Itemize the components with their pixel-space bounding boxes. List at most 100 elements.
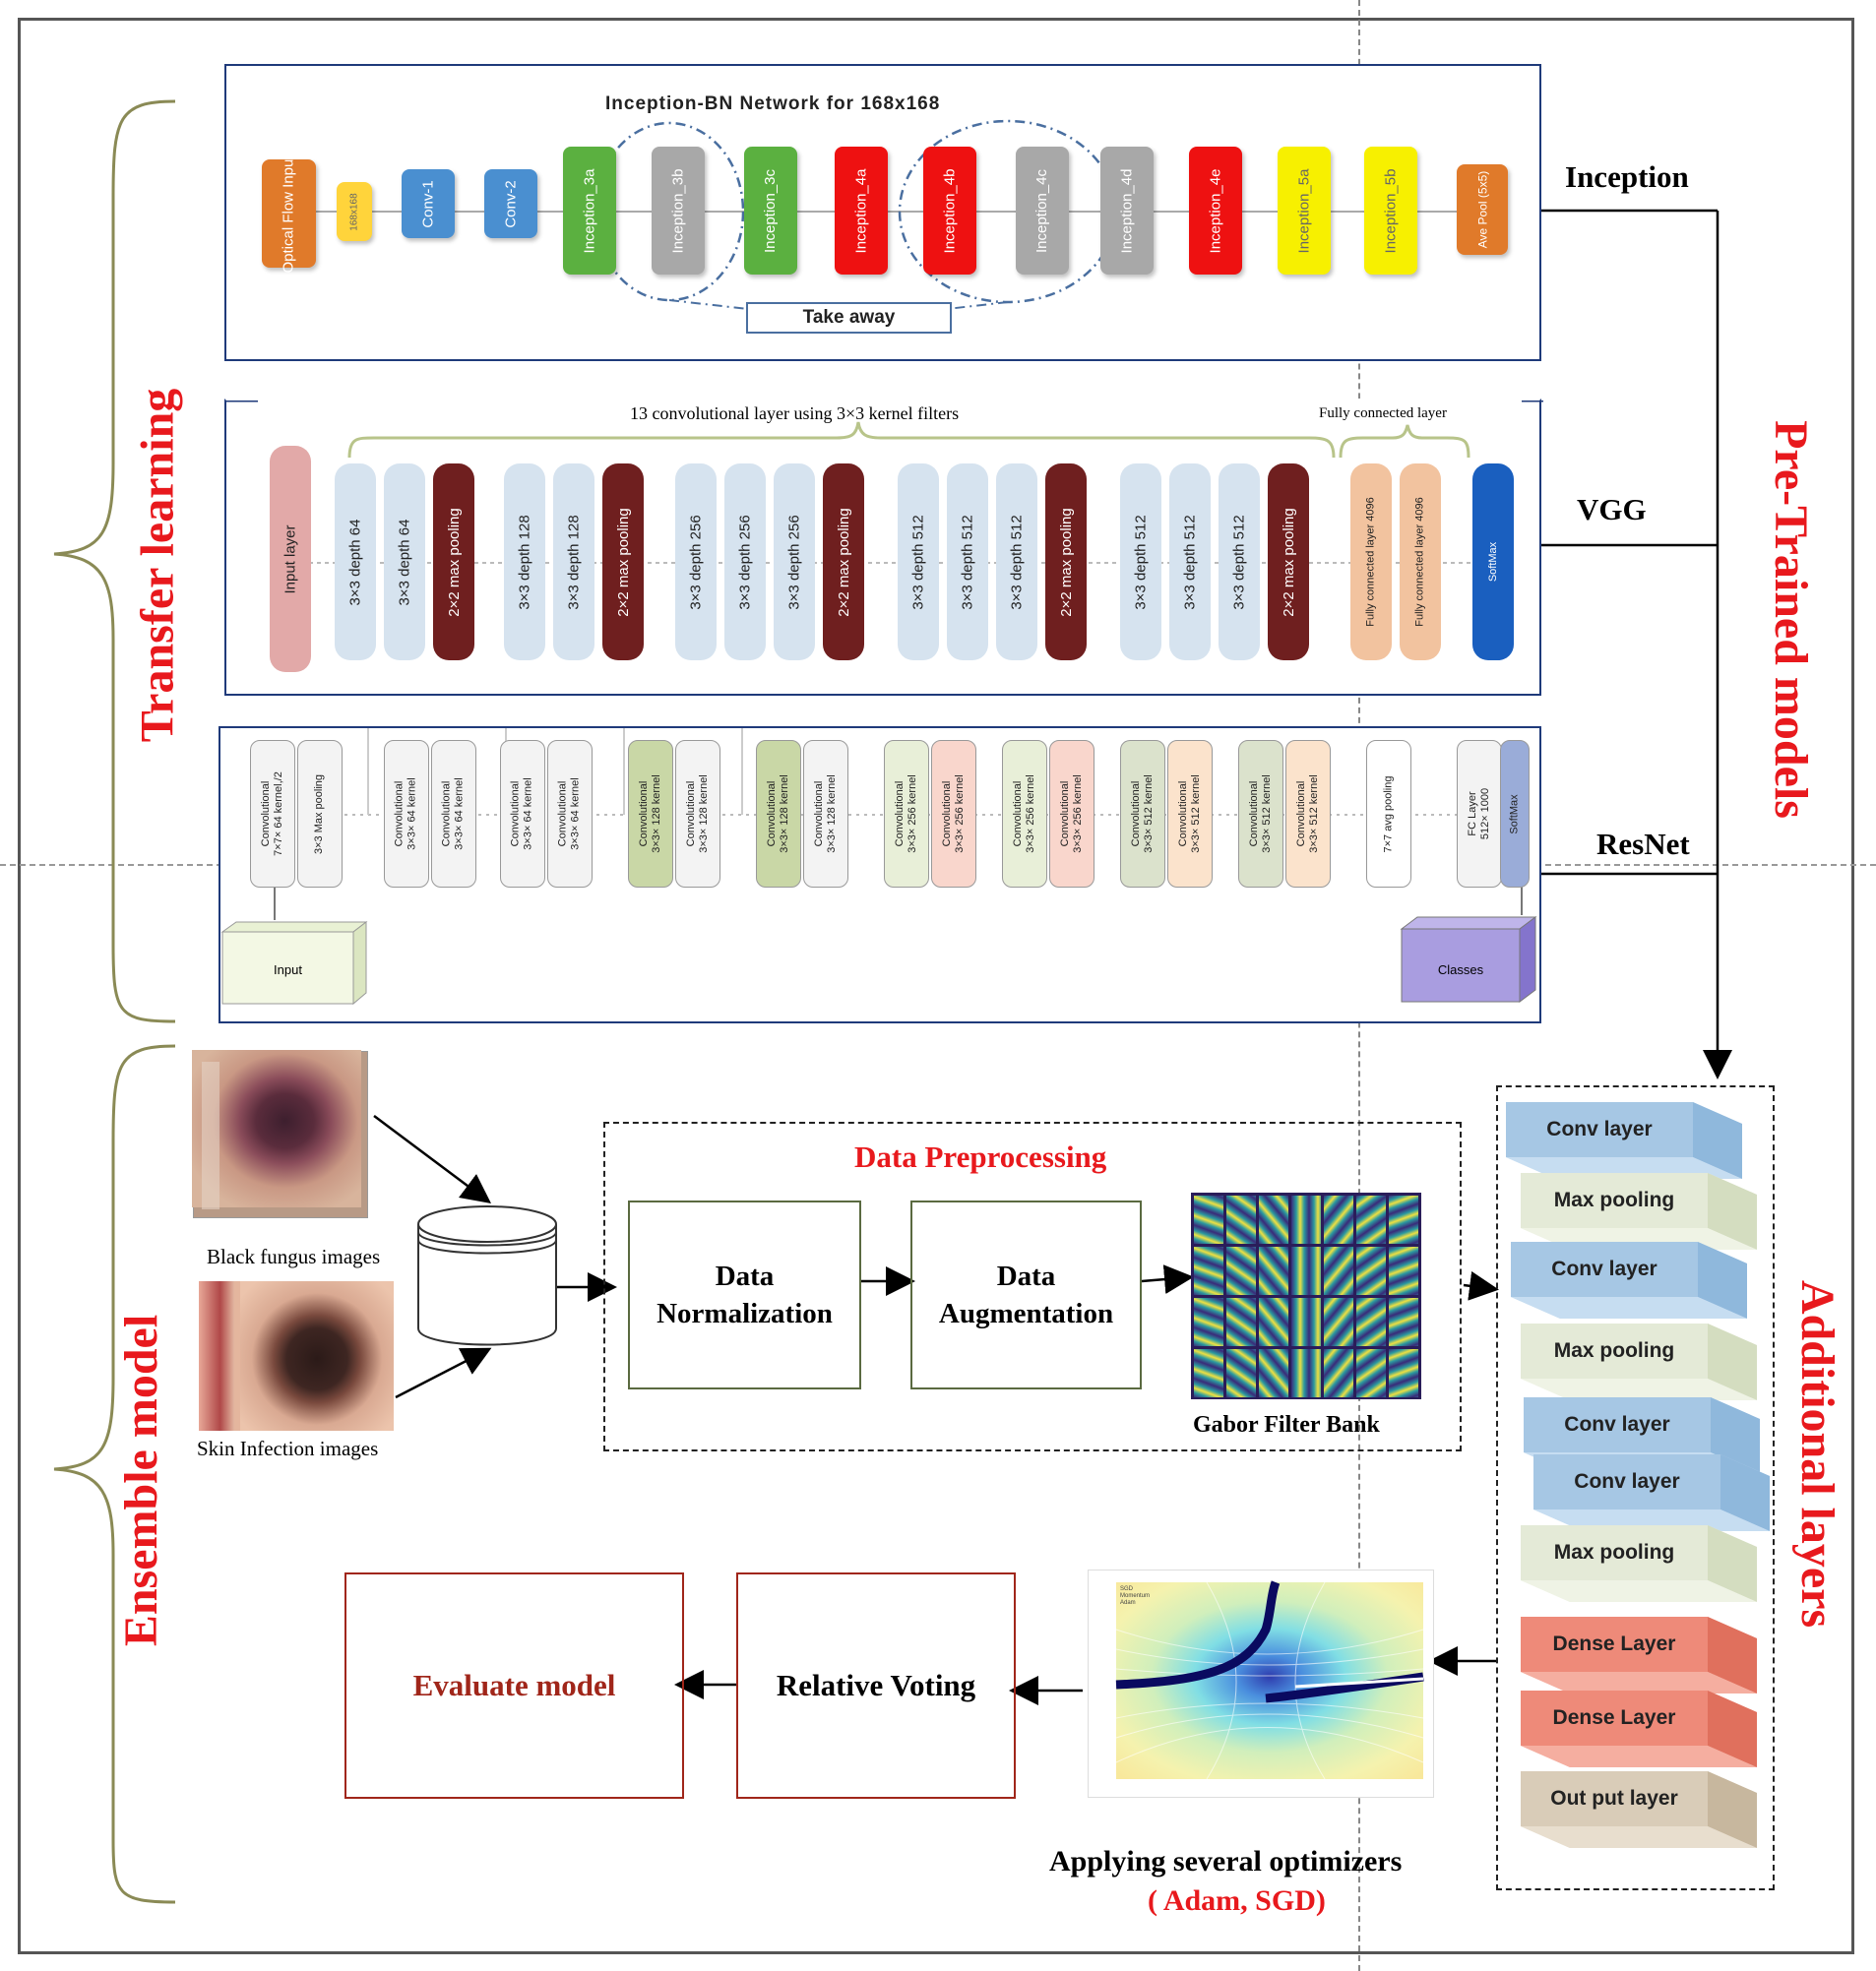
gabor-tile xyxy=(1259,1247,1288,1295)
vgg-block-20: Fully connected layer 4096 xyxy=(1400,463,1441,660)
resnet-block-label: Convolutional 3×3× 512 kernel xyxy=(1248,774,1274,853)
inception-block-10: Inception_4c xyxy=(1016,147,1069,275)
additional-layers-label: Additional layers xyxy=(1791,1279,1845,1629)
gabor-tile xyxy=(1259,1349,1288,1397)
relative-voting-box: Relative Voting xyxy=(736,1572,1016,1799)
vgg-block-1: 3×3 depth 64 xyxy=(335,463,376,660)
gabor-filter-bank xyxy=(1191,1193,1421,1399)
resnet-block-18: Convolutional 3×3× 512 kernel xyxy=(1285,740,1331,888)
resnet-block-label: Convolutional 3×3× 128 kernel xyxy=(638,774,663,853)
resnet-block-label: Convolutional 3×3× 256 kernel xyxy=(1059,774,1085,853)
vgg-block-label: 3×3 depth 512 xyxy=(1230,514,1248,610)
gabor-tile xyxy=(1194,1196,1223,1244)
gabor-tile xyxy=(1324,1298,1353,1346)
additional-layer-label: Dense Layer xyxy=(1552,1632,1676,1655)
resnet-classes-block xyxy=(1400,916,1537,1003)
resnet-block-12: Convolutional 3×3× 256 kernel xyxy=(931,740,976,888)
resnet-block-label: Convolutional 3×3× 256 kernel xyxy=(1012,774,1037,853)
vgg-fc-brace-label: Fully connected layer xyxy=(1319,405,1447,421)
gabor-caption: Gabor Filter Bank xyxy=(1193,1412,1380,1438)
vgg-block-label: 2×2 max pooling xyxy=(1280,507,1297,617)
gabor-tile xyxy=(1291,1196,1321,1244)
additional-layer-label: Out put layer xyxy=(1550,1787,1678,1810)
inception-block-4: Conv-2 xyxy=(484,169,537,238)
resnet-block-label: Convolutional 3×3× 128 kernel xyxy=(685,774,711,853)
resnet-block-13: Convolutional 3×3× 256 kernel xyxy=(1002,740,1047,888)
inception-block-label: 168x168 xyxy=(348,192,360,231)
resnet-block-label: Convolutional 3×3× 64 kernel xyxy=(557,777,583,850)
gabor-tile xyxy=(1259,1196,1288,1244)
resnet-block-20: FC Layer 512× 1000 xyxy=(1457,740,1502,888)
outer-frame xyxy=(18,18,1854,1954)
svg-text:Adam: Adam xyxy=(1120,1600,1136,1606)
inception-block-label: Inception_5b xyxy=(1382,168,1400,253)
resnet-block-17: Convolutional 3×3× 512 kernel xyxy=(1238,740,1283,888)
vgg-block-21: SoftMax xyxy=(1472,463,1514,660)
optimizers-title: Applying several optimizers xyxy=(1049,1845,1403,1878)
inception-block-label: Optical Flow Input xyxy=(281,154,297,274)
gabor-tile xyxy=(1389,1247,1418,1295)
vgg-block-12: 3×3 depth 512 xyxy=(947,463,988,660)
resnet-block-6: Convolutional 3×3× 64 kernel xyxy=(547,740,593,888)
resnet-block-label: Convolutional 3×3× 128 kernel xyxy=(766,774,791,853)
inception-block-label: Inception_4b xyxy=(941,168,959,253)
inception-block-label: Conv-1 xyxy=(419,179,437,228)
inception-block-label: Inception_5a xyxy=(1295,168,1313,253)
vgg-block-label: 2×2 max pooling xyxy=(835,507,852,617)
database-icon xyxy=(417,1205,557,1346)
vgg-block-3: 2×2 max pooling xyxy=(433,463,474,660)
resnet-block-label: 7×7 avg pooling xyxy=(1382,775,1395,852)
inception-block-5: Inception_3a xyxy=(563,147,616,275)
vgg-block-6: 2×2 max pooling xyxy=(602,463,644,660)
vgg-block-label: 3×3 depth 128 xyxy=(516,514,533,610)
additional-layer-6: Conv layer xyxy=(1533,1454,1775,1531)
vgg-block-label: 3×3 depth 128 xyxy=(565,514,583,610)
skin-infection-caption: Skin Infection images xyxy=(197,1437,379,1460)
gabor-tile xyxy=(1194,1298,1223,1346)
inception-label: Inception xyxy=(1565,159,1689,194)
transfer-learning-brace xyxy=(53,99,176,1023)
additional-layer-label: Max pooling xyxy=(1553,1339,1675,1362)
vgg-block-19: Fully connected layer 4096 xyxy=(1350,463,1392,660)
additional-layer-label: Conv layer xyxy=(1546,1118,1653,1140)
gabor-tile xyxy=(1356,1349,1386,1397)
data-normalization-box: Data Normalization xyxy=(628,1201,861,1389)
resnet-label: ResNet xyxy=(1596,827,1690,861)
resnet-block-2: 3×3 Max pooling xyxy=(297,740,343,888)
additional-layer-1: Conv layer xyxy=(1506,1102,1747,1179)
inception-block-2: 168x168 xyxy=(337,182,372,241)
gabor-tile xyxy=(1324,1247,1353,1295)
vgg-panel: 13 convolutional layer using 3×3 kernel … xyxy=(224,399,1543,696)
vgg-block-15: 3×3 depth 512 xyxy=(1120,463,1161,660)
vgg-block-4: 3×3 depth 128 xyxy=(504,463,545,660)
gabor-tile xyxy=(1356,1298,1386,1346)
gabor-tile xyxy=(1226,1196,1256,1244)
vgg-block-label: Fully connected layer 4096 xyxy=(1414,497,1426,627)
vgg-block-label: Fully connected layer 4096 xyxy=(1365,497,1377,627)
additional-layer-7: Max pooling xyxy=(1521,1525,1762,1602)
black-fungus-caption: Black fungus images xyxy=(207,1245,381,1268)
vgg-block-5: 3×3 depth 128 xyxy=(553,463,594,660)
resnet-block-label: Convolutional 3×3× 512 kernel xyxy=(1295,774,1321,853)
resnet-block-label: 3×3 Max pooling xyxy=(313,773,326,854)
resnet-block-label: Convolutional 3×3× 64 kernel xyxy=(394,777,419,850)
vgg-block-11: 3×3 depth 512 xyxy=(898,463,939,660)
resnet-block-label: Convolutional 3×3× 64 kernel xyxy=(441,777,467,850)
ensemble-model-brace xyxy=(53,1044,176,1904)
ensemble-model-label: Ensemble model xyxy=(115,1314,168,1647)
vgg-block-18: 2×2 max pooling xyxy=(1268,463,1309,660)
black-fungus-image xyxy=(192,1050,368,1218)
vgg-block-label: 3×3 depth 256 xyxy=(687,514,705,610)
inception-block-8: Inception_4a xyxy=(835,147,888,275)
vgg-block-label: 2×2 max pooling xyxy=(614,507,632,617)
resnet-block-15: Convolutional 3×3× 512 kernel xyxy=(1120,740,1165,888)
inception-block-9: Inception_4b xyxy=(923,147,976,275)
vgg-block-label: 2×2 max pooling xyxy=(445,507,463,617)
resnet-block-label: Convolutional 3×3× 256 kernel xyxy=(941,774,967,853)
inception-block-label: Inception_3c xyxy=(762,168,780,253)
gabor-tile xyxy=(1324,1349,1353,1397)
inception-block-label: Conv-2 xyxy=(502,179,520,228)
data-preprocessing-container xyxy=(603,1122,1462,1451)
